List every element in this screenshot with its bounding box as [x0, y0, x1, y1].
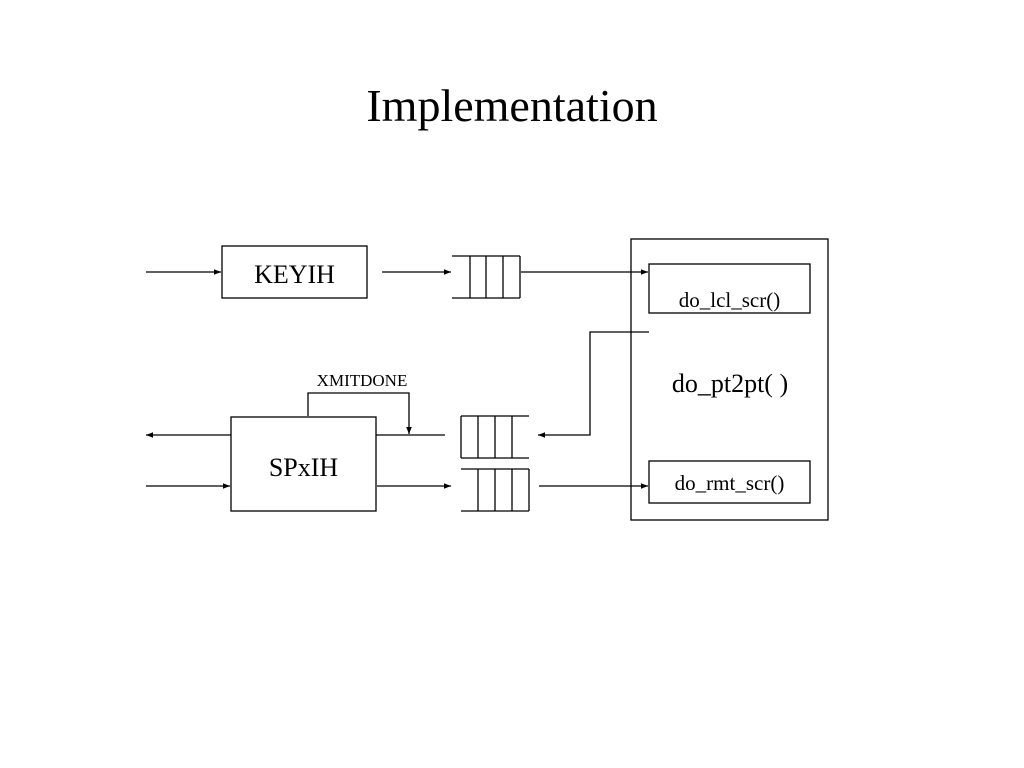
do-lcl-scr-box: [648, 263, 811, 314]
rcv-queue: [461, 468, 530, 512]
do-rmt-scr-block: do_rmt_scr(): [648, 460, 811, 504]
do-rmt-scr-label: do_rmt_scr(): [675, 471, 785, 495]
keyih-label: KEYIH: [254, 260, 335, 289]
do-lcl-scr-label: do_lcl_scr(): [679, 288, 780, 312]
do-pt2pt-label: do_pt2pt( ): [672, 369, 788, 398]
slide-title: Implementation: [366, 80, 658, 131]
do-rmt-scr-box: [648, 460, 811, 504]
xmitdone-label: XMITDONE: [317, 371, 408, 390]
spxih-label: SPxIH: [269, 453, 339, 482]
do-lcl-scr-block: do_lcl_scr(): [648, 263, 811, 314]
keyih-block: KEYIH: [221, 245, 368, 299]
do-pt2pt-box: [630, 238, 829, 521]
keyih-queue: [452, 255, 521, 299]
do-pt2pt-block: do_pt2pt( ): [630, 238, 829, 521]
lcl-to-xmit-queue-path: [538, 331, 649, 438]
xmit-queue: [460, 415, 529, 459]
xmitdone-loop: [307, 392, 412, 434]
spxih-block: SPxIH: [230, 416, 377, 512]
keyih-box: [221, 245, 368, 299]
spxih-box: [230, 416, 377, 512]
